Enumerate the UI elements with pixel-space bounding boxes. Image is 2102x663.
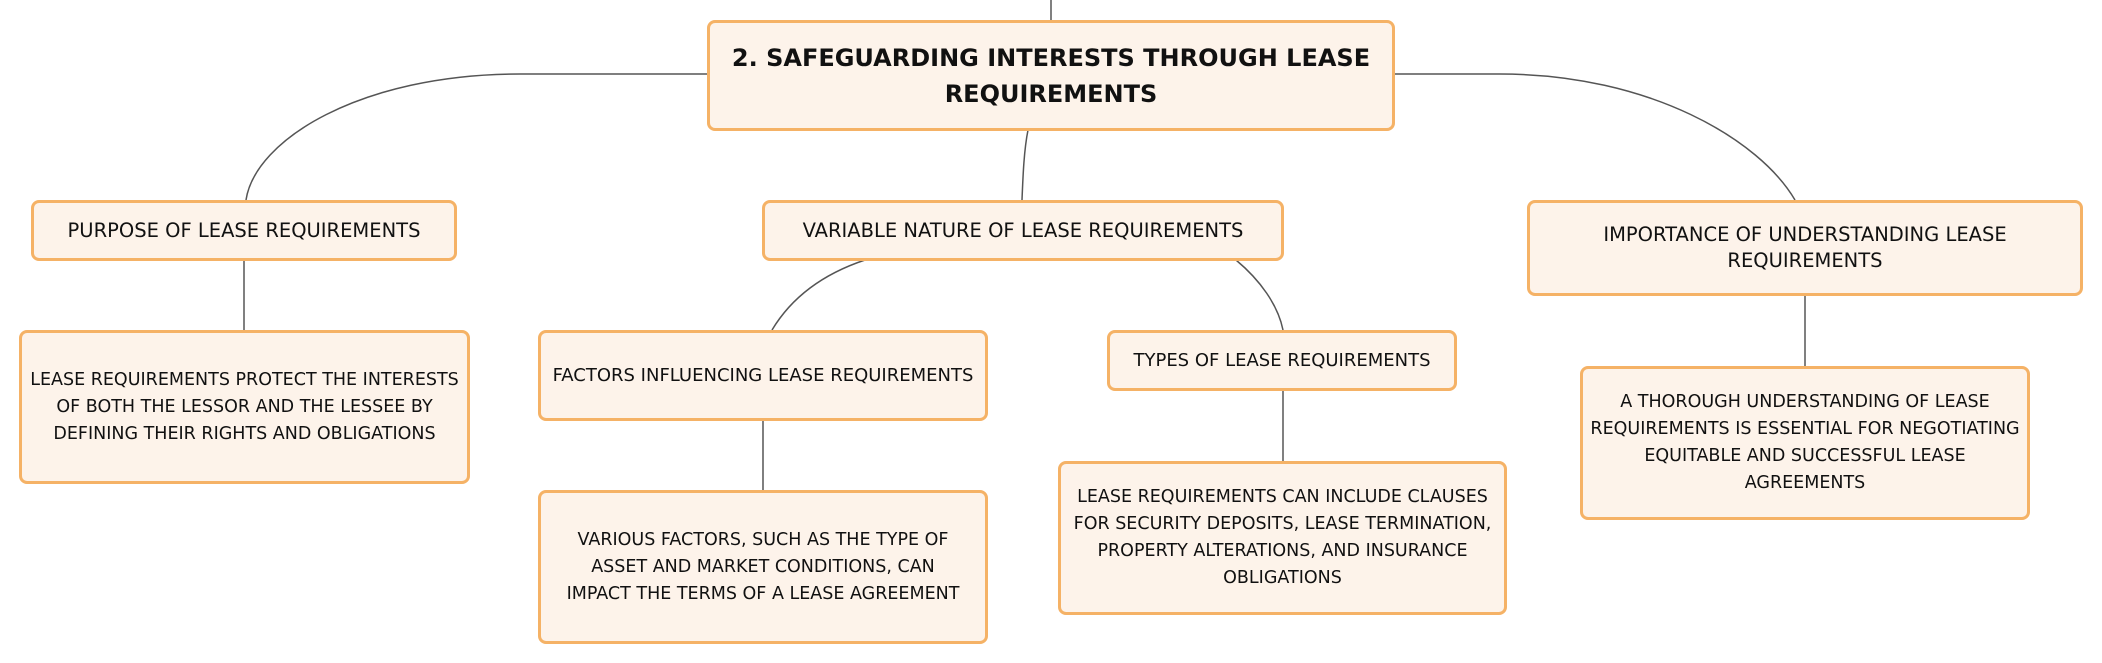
root-node-label: 2. SAFEGUARDING INTERESTS THROUGH LEASE … [731, 43, 1371, 108]
types-node-label: TYPES OF LEASE REQUIREMENTS [1133, 349, 1431, 371]
importance-detail-text: A THOROUGH UNDERSTANDING OF LEASE REQUIR… [1590, 392, 2020, 493]
connector-variable-to-types [1235, 259, 1284, 331]
connector-root-to-importance [1395, 73, 1796, 201]
purpose-detail-text: LEASE REQUIREMENTS PROTECT THE INTERESTS… [30, 369, 459, 444]
factors-node-label: FACTORS INFLUENCING LEASE REQUIREMENTS [552, 364, 974, 386]
types-detail-node[interactable]: LEASE REQUIREMENTS CAN INCLUDE CLAUSES F… [1058, 461, 1507, 615]
purpose-node[interactable]: PURPOSE OF LEASE REQUIREMENTS [31, 200, 457, 261]
variable-node-label: VARIABLE NATURE OF LEASE REQUIREMENTS [802, 218, 1244, 242]
importance-node[interactable]: IMPORTANCE OF UNDERSTANDING LEASE REQUIR… [1527, 200, 2083, 296]
types-node[interactable]: TYPES OF LEASE REQUIREMENTS [1107, 330, 1457, 391]
importance-node-label: IMPORTANCE OF UNDERSTANDING LEASE REQUIR… [1603, 223, 2007, 272]
connector-root-to-purpose [245, 73, 707, 201]
importance-detail-node[interactable]: A THOROUGH UNDERSTANDING OF LEASE REQUIR… [1580, 366, 2030, 520]
root-node[interactable]: 2. SAFEGUARDING INTERESTS THROUGH LEASE … [707, 20, 1395, 131]
connector-variable-to-factors [771, 259, 866, 331]
types-detail-text: LEASE REQUIREMENTS CAN INCLUDE CLAUSES F… [1073, 487, 1492, 588]
variable-node[interactable]: VARIABLE NATURE OF LEASE REQUIREMENTS [762, 200, 1284, 261]
purpose-detail-node[interactable]: LEASE REQUIREMENTS PROTECT THE INTERESTS… [19, 330, 470, 484]
purpose-node-label: PURPOSE OF LEASE REQUIREMENTS [67, 218, 421, 242]
factors-detail-text: VARIOUS FACTORS, SUCH AS THE TYPE OF ASS… [566, 529, 960, 604]
connector-root-to-variable [1021, 129, 1029, 201]
factors-detail-node[interactable]: VARIOUS FACTORS, SUCH AS THE TYPE OF ASS… [538, 490, 988, 644]
factors-node[interactable]: FACTORS INFLUENCING LEASE REQUIREMENTS [538, 330, 988, 421]
